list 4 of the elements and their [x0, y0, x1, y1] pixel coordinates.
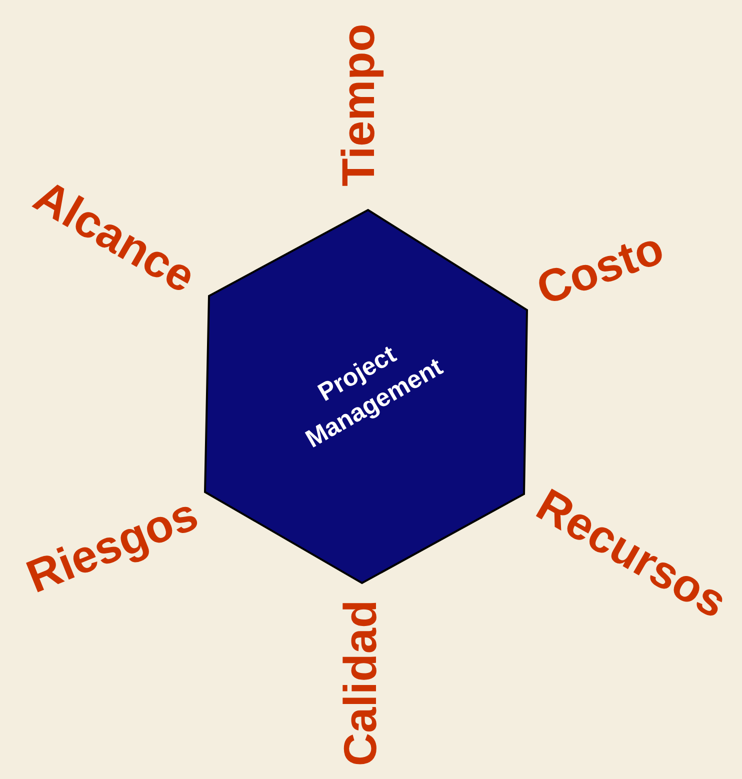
aspect-label: Tiempo [331, 24, 385, 186]
aspect-label: Costo [530, 220, 670, 316]
aspect-label: Calidad [333, 600, 387, 766]
hexagon-shape [203, 208, 529, 585]
